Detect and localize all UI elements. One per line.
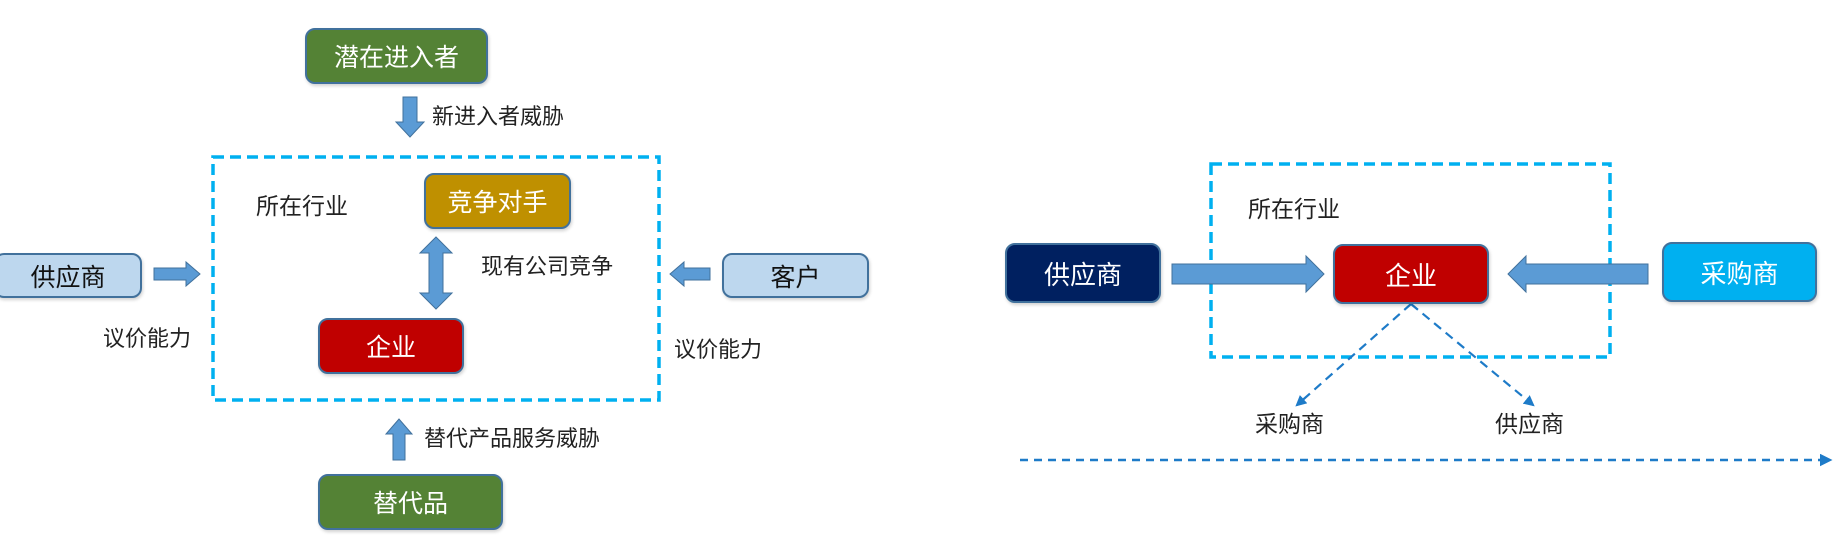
competitors-label: 竞争对手: [447, 188, 548, 217]
supplier-to-enterprise-arrow-icon: [1171, 254, 1325, 294]
double-arrow-icon: [418, 236, 454, 310]
left-arrow-icon: [669, 260, 711, 288]
buyer-box: 采购商: [1662, 242, 1817, 302]
dashed-arrow-to-buyer: [1295, 303, 1412, 407]
left-enterprise-box: 企业: [318, 318, 464, 374]
down-arrow-icon: [394, 96, 426, 138]
buyer-to-enterprise-arrow-icon: [1507, 254, 1649, 294]
right-industry-label: 所在行业: [1248, 197, 1340, 223]
dashed-arrow-to-supplier: [1410, 303, 1535, 407]
downstream-buyer-label: 采购商: [1255, 412, 1324, 438]
left-industry-boundary: [211, 155, 661, 402]
buyer-label: 采购商: [1700, 259, 1779, 290]
supplier-bargaining-label: 议价能力: [103, 327, 192, 352]
left-supplier-box: 供应商: [0, 253, 142, 298]
right-arrow-icon: [153, 260, 201, 288]
substitutes-label: 替代品: [372, 489, 448, 518]
left-enterprise-label: 企业: [365, 333, 416, 362]
right-industry-boundary: [1209, 162, 1612, 359]
customer-box: 客户: [722, 253, 869, 298]
competitors-box: 竞争对手: [424, 173, 571, 229]
left-industry-label: 所在行业: [256, 194, 348, 220]
existing-competition-label: 现有公司竞争: [481, 255, 614, 280]
right-enterprise-label: 企业: [1384, 261, 1437, 292]
substitute-threat-label: 替代产品服务威胁: [424, 427, 601, 452]
substitutes-box: 替代品: [318, 474, 503, 530]
potential-entrants-label: 潜在进入者: [333, 43, 459, 72]
downstream-supplier-label: 供应商: [1495, 412, 1564, 438]
new-entrant-threat-label: 新进入者威胁: [432, 105, 565, 130]
potential-entrants-box: 潜在进入者: [305, 28, 488, 84]
up-arrow-icon: [384, 418, 414, 461]
right-supplier-label: 供应商: [1043, 260, 1122, 291]
right-supplier-box: 供应商: [1005, 243, 1161, 303]
customer-bargaining-label: 议价能力: [674, 338, 763, 363]
left-supplier-label: 供应商: [30, 262, 106, 292]
customer-label: 客户: [770, 262, 821, 292]
right-enterprise-box: 企业: [1333, 244, 1489, 304]
